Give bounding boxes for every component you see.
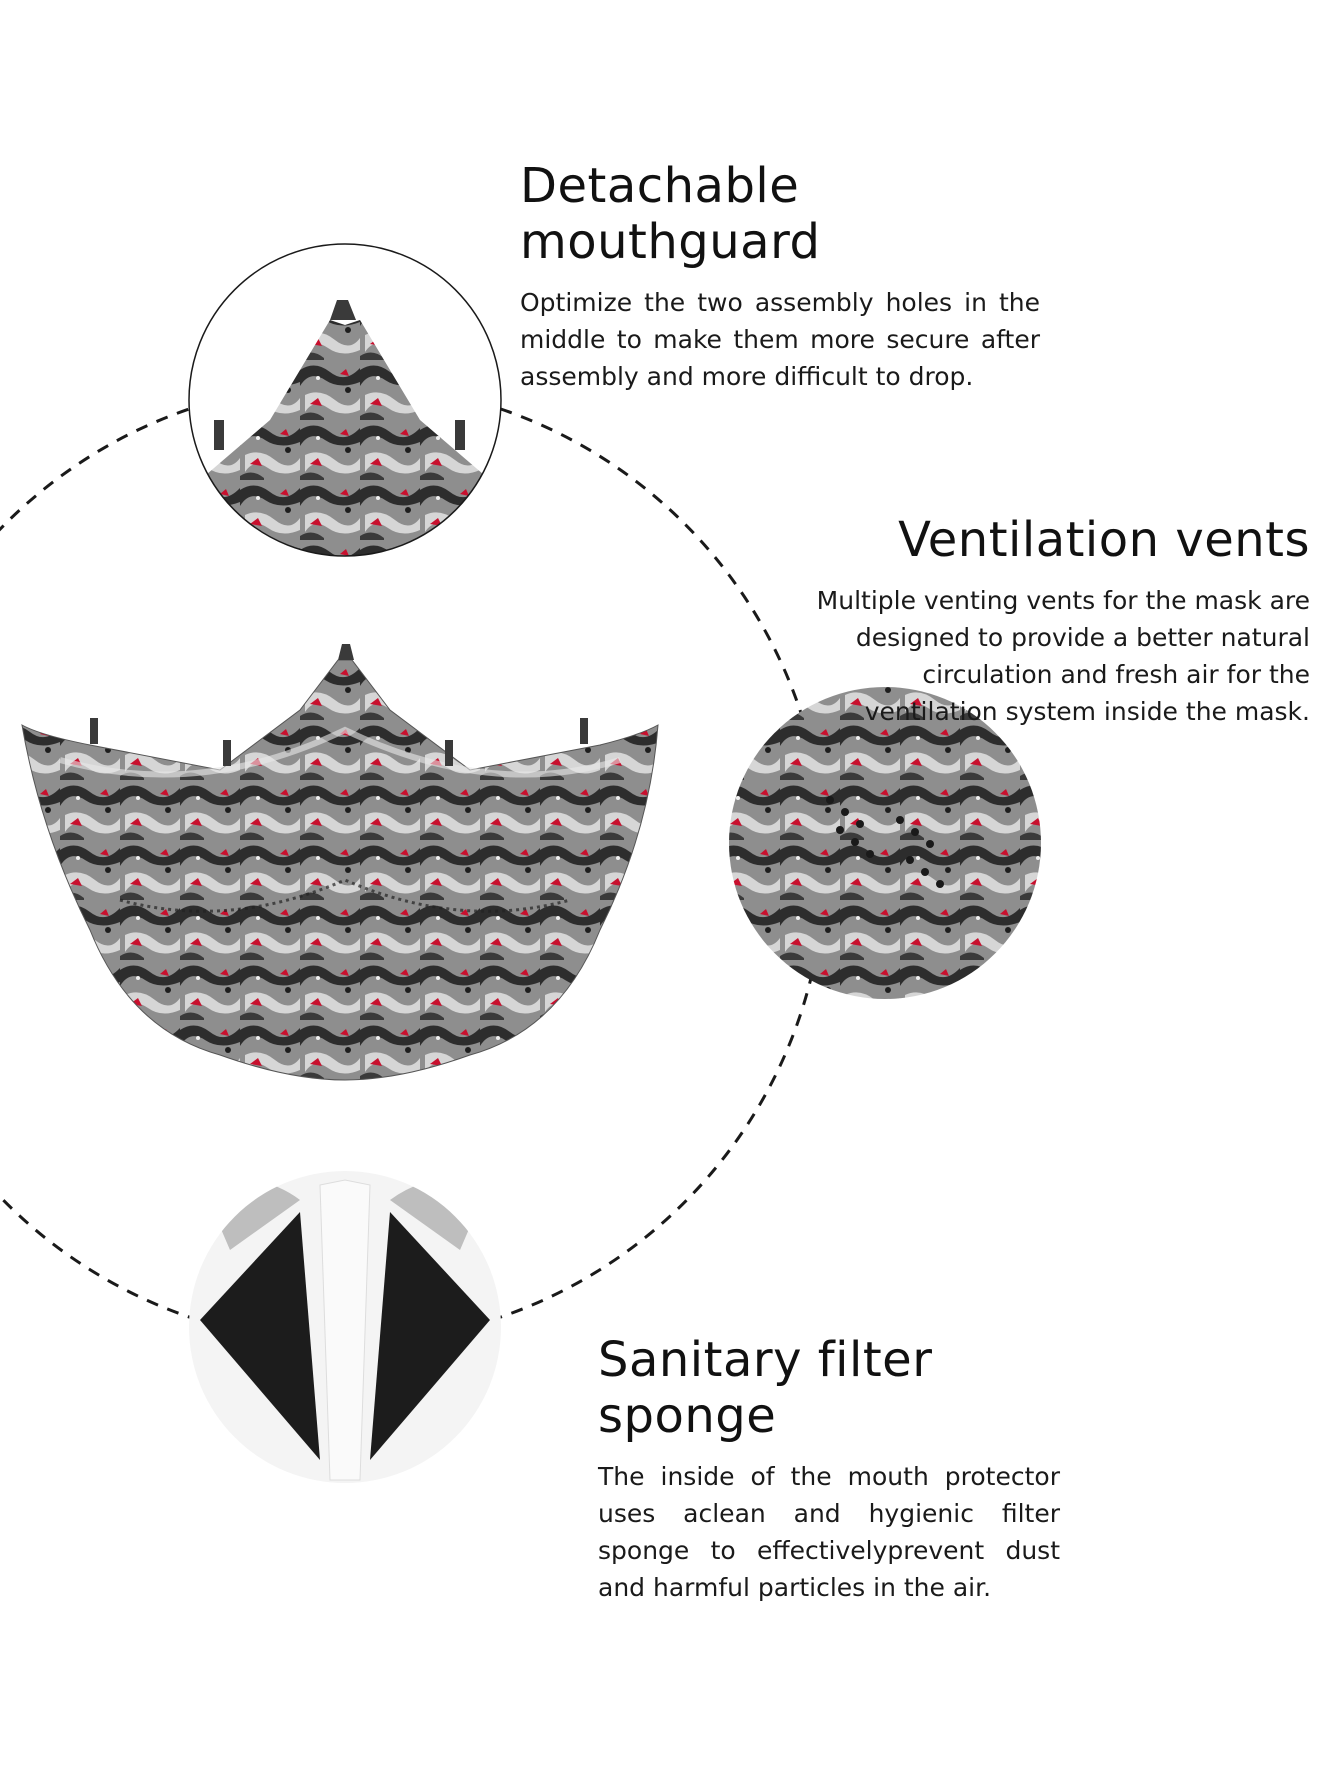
- feature-description: Multiple venting vents for the mask are …: [816, 586, 1310, 726]
- feature-description: Optimize the two assembly holes in the m…: [520, 288, 1040, 391]
- feature-title: Detachable mouthguard: [520, 158, 821, 270]
- feature-title: Ventilation vents: [898, 512, 1310, 568]
- feature-title: Sanitary filter sponge: [598, 1332, 933, 1444]
- vents-detail-photo: [729, 687, 1041, 999]
- feature-filter-sponge: Sanitary filter sponge The inside of the…: [598, 1332, 1060, 1606]
- feature-mouthguard: Detachable mouthguard Optimize the two a…: [520, 158, 1040, 395]
- feature-description: The inside of the mouth protector uses a…: [598, 1462, 1060, 1602]
- mask-photo: [21, 644, 659, 1081]
- filter-sponge-detail-photo: [189, 1171, 501, 1483]
- mouthguard-detail-photo: [189, 244, 501, 556]
- feature-ventilation: Ventilation vents Multiple venting vents…: [790, 512, 1310, 730]
